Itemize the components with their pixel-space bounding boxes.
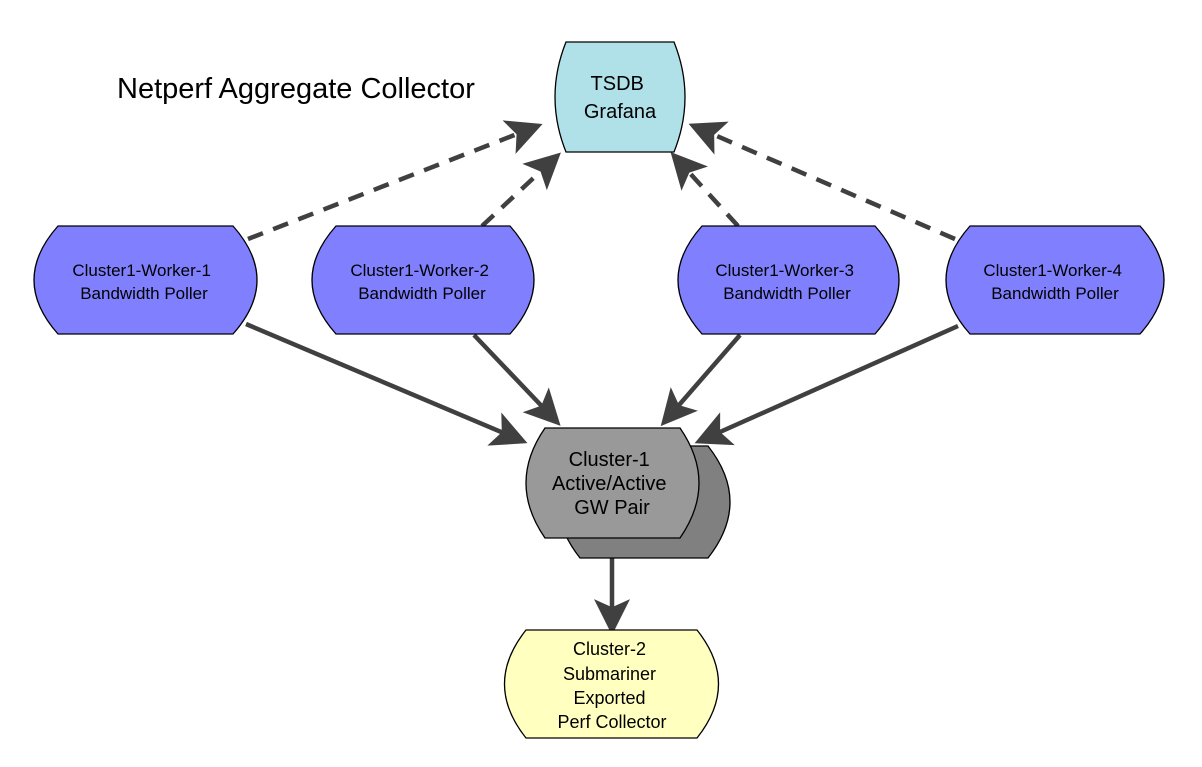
tsdb-grafana-node: TSDB Grafana	[554, 41, 686, 153]
worker-4-shape	[945, 225, 1165, 335]
worker-2-label: Cluster1-Worker-2 Bandwidth Poller	[350, 261, 493, 303]
diagram-title: Netperf Aggregate Collector	[117, 73, 475, 105]
cluster2-node: Cluster-2 Submariner Exported Perf Colle…	[503, 629, 720, 739]
edge-worker4-to-gateway	[694, 323, 959, 446]
cluster2-node-shape	[503, 629, 720, 739]
worker-node-4: Cluster1-Worker-4 Bandwidth Poller	[945, 225, 1165, 335]
edge-worker1-to-gateway	[245, 321, 528, 446]
edge-worker3-to-tsdb	[670, 152, 740, 228]
worker-4-label: Cluster1-Worker-4 Bandwidth Poller	[983, 261, 1126, 303]
gateway-pair-node: Cluster-1 Active/Active GW Pair	[525, 427, 731, 559]
cluster2-node-label: Cluster-2 Submariner Exported Perf Colle…	[557, 639, 666, 732]
edge-worker4-to-tsdb	[688, 121, 956, 242]
edge-worker2-to-gateway	[472, 333, 561, 426]
tsdb-node-label: TSDB Grafana	[584, 73, 657, 123]
gateway-node-label: Cluster-1 Active/Active GW Pair	[552, 449, 672, 519]
worker-3-label: Cluster1-Worker-3 Bandwidth Poller	[715, 261, 858, 303]
tsdb-node-shape	[554, 41, 686, 153]
edge-worker2-to-tsdb	[480, 152, 561, 228]
worker-3-shape	[677, 225, 900, 335]
gateway-front-shape	[525, 427, 700, 539]
worker-1-label: Cluster1-Worker-1 Bandwidth Poller	[72, 261, 215, 303]
worker-1-shape	[33, 225, 258, 335]
worker-node-3: Cluster1-Worker-3 Bandwidth Poller	[677, 225, 900, 335]
worker-node-2: Cluster1-Worker-2 Bandwidth Poller	[311, 225, 535, 335]
worker-node-1: Cluster1-Worker-1 Bandwidth Poller	[33, 225, 258, 335]
dashed-edges	[247, 120, 956, 242]
edge-worker1-to-tsdb	[247, 120, 543, 242]
edge-worker3-to-gateway	[660, 333, 742, 427]
worker-2-shape	[311, 225, 535, 335]
